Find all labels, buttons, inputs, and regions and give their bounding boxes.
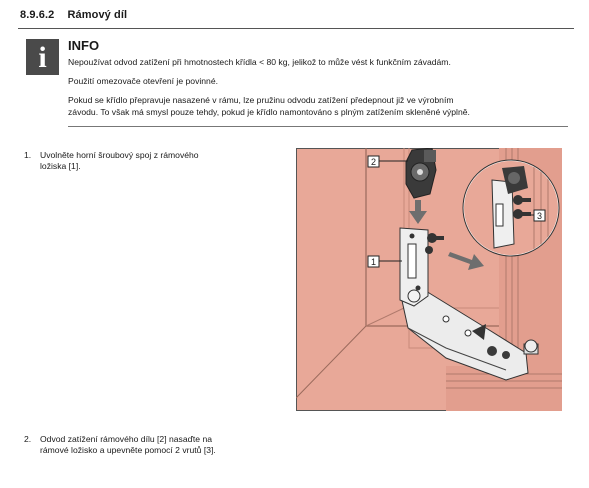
info-note-transport-1: Pokud se křídlo přepravuje nasazené v rá…	[68, 95, 454, 105]
corner-bearing	[400, 287, 529, 381]
step-2-text: Odvod zatížení rámového dílu [2] nasaďte…	[40, 434, 216, 455]
mount-arrow	[415, 200, 421, 212]
step-1-number: 1.	[24, 150, 32, 160]
info-divider	[68, 126, 568, 127]
info-note-limiter: Použití omezovače otevření je povinné.	[68, 76, 219, 86]
section-title: Rámový díl	[67, 9, 128, 21]
svg-text:3: 3	[537, 211, 542, 221]
svg-text:2: 2	[371, 157, 376, 167]
remove-arrow	[448, 252, 484, 270]
step-2: 2. Odvod zatížení rámového dílu [2] nasa…	[24, 434, 284, 458]
step-2-number: 2.	[24, 434, 32, 444]
info-note-weight: Nepoužívat odvod zatížení při hmotnostec…	[68, 57, 451, 67]
step-1-text: Uvolněte horní šroubový spoj z rámového …	[40, 150, 199, 171]
section-heading: 8.9.6.2 Rámový díl	[20, 9, 127, 21]
info-note-transport-2: závodu. To však má smysl pouze tehdy, po…	[68, 107, 470, 117]
info-title: INFO	[68, 38, 100, 53]
heading-divider	[18, 28, 574, 29]
section-number: 8.9.6.2	[20, 9, 55, 21]
installation-illustration: 2 1 3	[295, 147, 562, 411]
info-icon: i	[26, 39, 59, 75]
svg-text:1: 1	[371, 257, 376, 267]
step-1: 1. Uvolněte horní šroubový spoj z rámové…	[24, 150, 284, 174]
installation-figure: 2 1 3	[295, 147, 562, 411]
